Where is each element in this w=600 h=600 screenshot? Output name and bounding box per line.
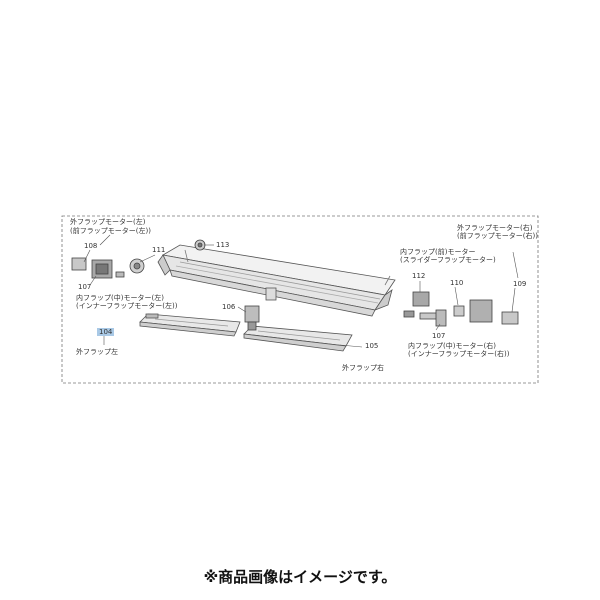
label-outer-flap-motor-right: 外フラップモーター(右): [457, 224, 533, 232]
part-number-105: 105: [365, 342, 379, 350]
label-outer-flap-motor-right-alt: (前フラップモーター(右)): [457, 232, 538, 240]
label-outer-flap-motor-left: 外フラップモーター(左): [70, 218, 146, 226]
part-number-108: 108: [84, 242, 98, 250]
leader-lines: [83, 234, 519, 348]
part-number-111: 111: [152, 246, 166, 254]
part-number-112: 112: [412, 272, 426, 280]
label-outer-flap-left: 外フラップ左: [76, 348, 118, 356]
right-motor-group: [403, 291, 519, 327]
highlight-104: 104: [97, 328, 115, 336]
part-number-110: 110: [450, 279, 464, 287]
label-outer-flap-motor-left-alt: (前フラップモーター(左)): [70, 227, 151, 235]
outer-flap-left: [139, 313, 241, 337]
left-motor-group: [71, 257, 145, 279]
outer-flap-right: [243, 325, 353, 352]
assembly-frame: [61, 215, 539, 384]
label-outer-flap-right: 外フラップ右: [342, 364, 384, 372]
part-number-113: 113: [216, 241, 230, 249]
label-inner-flap-front-motor-alt: (スライダーフラップモーター): [400, 256, 496, 264]
image-notice: ※商品画像はイメージです。: [203, 568, 397, 586]
part-number-107-left: 107: [78, 283, 92, 291]
label-inner-flap-mid-motor-right: 内フラップ(中)モーター(右): [408, 342, 496, 350]
part-number-107-right: 107: [432, 332, 446, 340]
part-number-109: 109: [513, 280, 527, 288]
label-inner-flap-mid-motor-left: 内フラップ(中)モーター(左): [76, 294, 164, 302]
label-inner-flap-mid-motor-left-alt: (インナーフラップモーター(左)): [76, 302, 178, 310]
part-106-hinge: [244, 305, 260, 331]
part-number-104: 104: [97, 328, 115, 336]
louver-frame: [157, 244, 396, 317]
part-number-106: 106: [222, 303, 236, 311]
label-inner-flap-front-motor: 内フラップ(前)モーター: [400, 248, 476, 256]
part-113: [194, 239, 206, 251]
label-inner-flap-mid-motor-right-alt: (インナーフラップモーター(右)): [408, 350, 510, 358]
